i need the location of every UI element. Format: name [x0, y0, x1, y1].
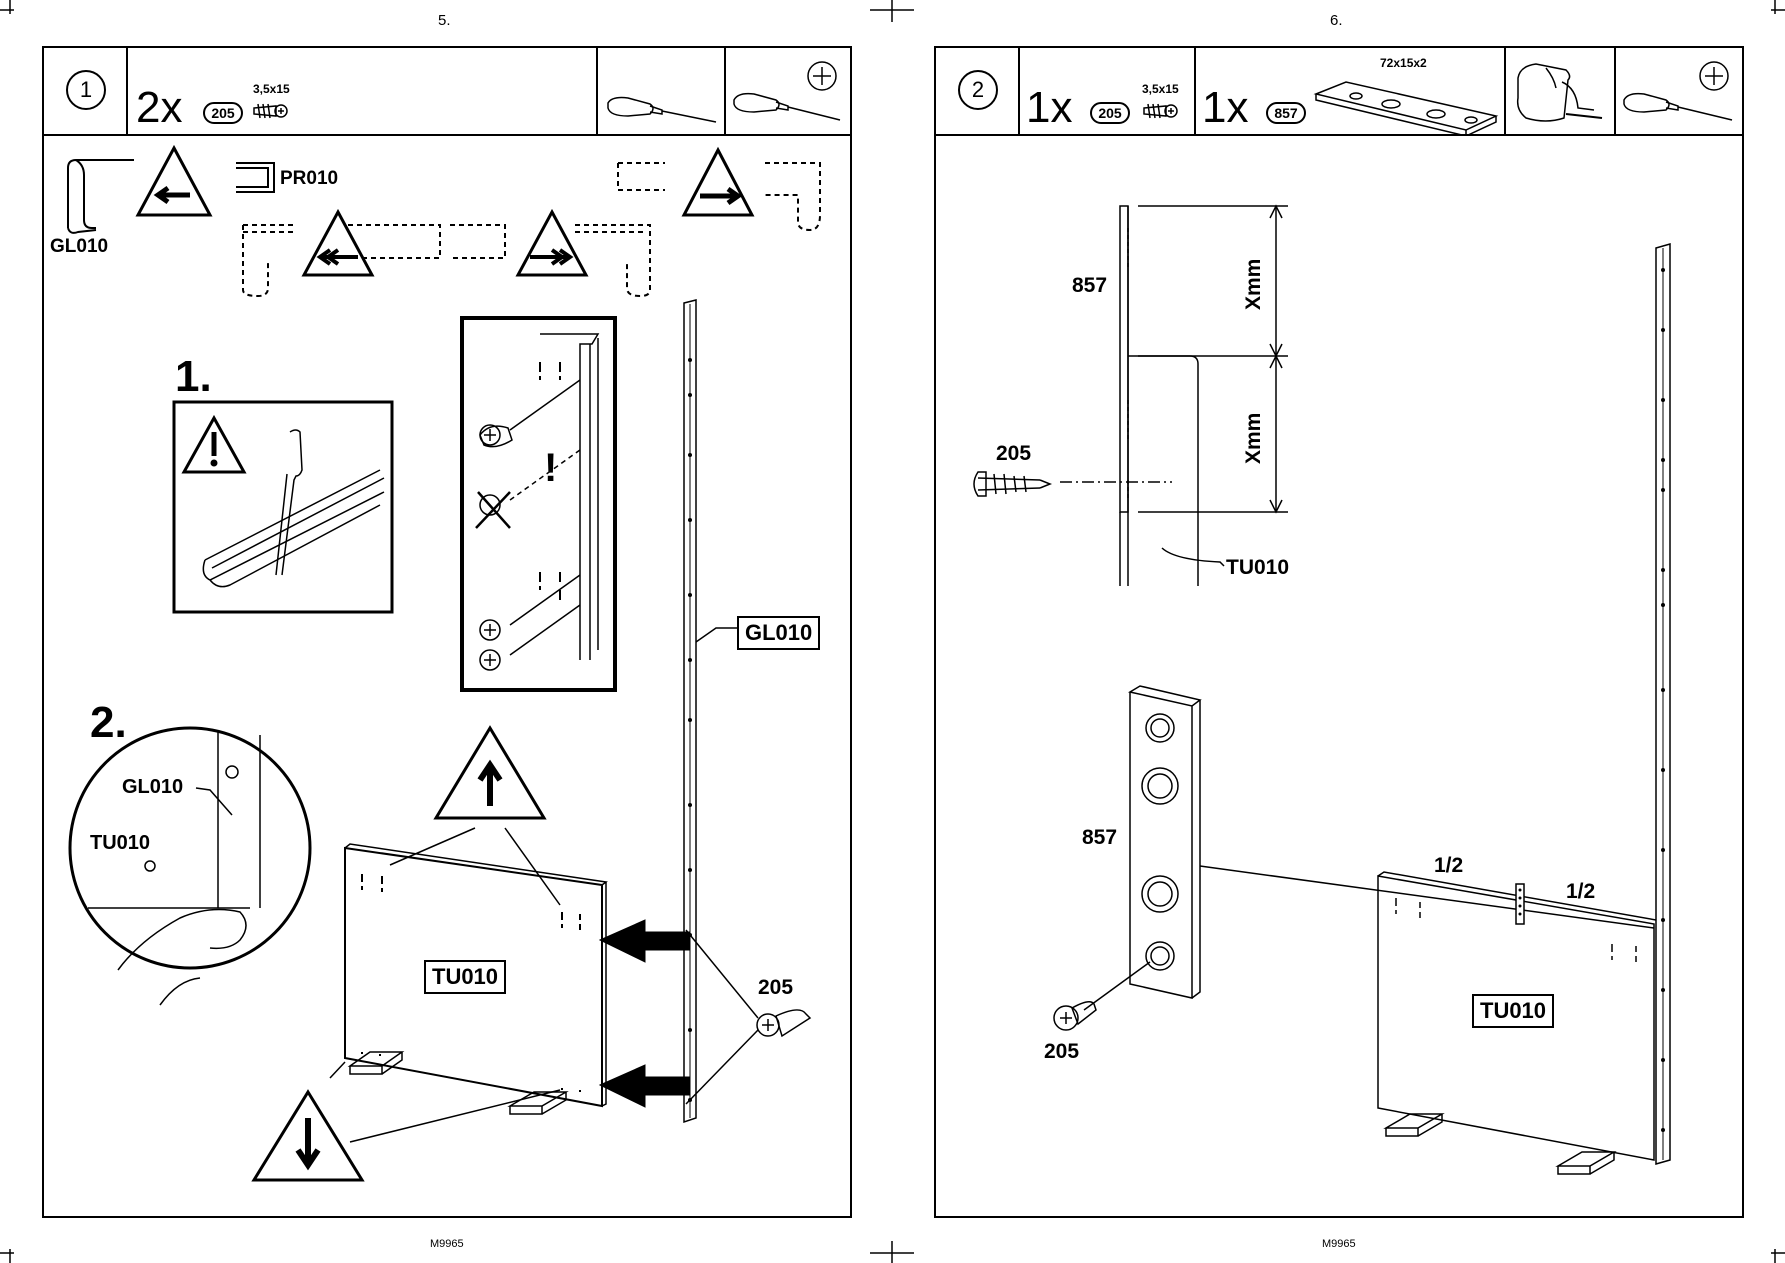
- step2-part-bracket: 857: [1266, 102, 1306, 124]
- step1-frame: 1 2x 205 3,5x15: [42, 46, 852, 1218]
- flat-screwdriver-cell: [598, 48, 726, 134]
- footer-code-left: M9965: [430, 1238, 464, 1250]
- step2-bracket-cell: 1x 857 72x15x2: [1196, 48, 1506, 136]
- label-half-right: 1/2: [1566, 880, 1596, 903]
- label-gl010-top: GL010: [50, 236, 109, 257]
- step1-header: 1 2x 205 3,5x15: [44, 48, 850, 136]
- label-857-bottom: 857: [1082, 826, 1118, 849]
- page-number-left: 5.: [438, 12, 451, 29]
- step1-parts-cell: 2x 205 3,5x15: [128, 48, 598, 134]
- substep-1-label: 1.: [175, 352, 212, 401]
- bracket-icon: [1313, 81, 1499, 136]
- footer-code-right: M9965: [1322, 1238, 1356, 1250]
- step1-screw-size: 3,5x15: [253, 82, 290, 96]
- label-screw-205: 205: [758, 976, 794, 999]
- detail-label-gl010: GL010: [122, 776, 184, 798]
- phillips-screwdriver-icon: [733, 61, 841, 121]
- step2-number-cell: 2: [936, 48, 1020, 134]
- step2-bracket-size: 72x15x2: [1380, 56, 1427, 70]
- flat-screwdriver-icon: [607, 96, 717, 123]
- bracket-mount-cell: [1506, 48, 1616, 134]
- label-xmm-lower: Xmm: [1242, 412, 1265, 464]
- step2-quantity-screw: 1x: [1026, 83, 1073, 132]
- label-xmm-upper: Xmm: [1242, 258, 1265, 310]
- step1-number: 1: [66, 70, 106, 110]
- step2-quantity-bracket: 1x: [1202, 83, 1249, 132]
- step1-quantity: 2x: [136, 83, 183, 132]
- step1-number-cell: 1: [44, 48, 128, 134]
- phillips-screwdriver-cell: [1616, 48, 1742, 134]
- label-panel-tu010: TU010: [424, 960, 507, 994]
- substep-2-label: 2.: [90, 698, 127, 747]
- step2-part-screw: 205: [1090, 102, 1130, 124]
- label-half-left: 1/2: [1434, 854, 1464, 877]
- phillips-screwdriver-cell: [726, 48, 850, 134]
- screw-icon: [1143, 103, 1178, 119]
- label-screw-205-bottom: 205: [1044, 1040, 1080, 1063]
- label-gl010-rail: GL010: [737, 616, 821, 650]
- label-pr010: PR010: [280, 168, 339, 189]
- step1-part-id: 205: [203, 102, 243, 124]
- screw-icon: [253, 103, 288, 119]
- phillips-screwdriver-icon: [1623, 61, 1733, 121]
- label-857-top: 857: [1072, 274, 1108, 297]
- label-tu010-top: TU010: [1226, 556, 1290, 579]
- label-screw-205-top: 205: [996, 442, 1032, 465]
- step2-screw-size: 3,5x15: [1142, 82, 1179, 96]
- step2-frame: 2 1x 205 3,5x15 1x 857 72x15x2: [934, 46, 1744, 1218]
- page-number-right: 6.: [1330, 12, 1343, 29]
- step2-header: 2 1x 205 3,5x15 1x 857 72x15x2: [936, 48, 1742, 136]
- step2-screw-cell: 1x 205 3,5x15: [1020, 48, 1196, 134]
- warning-exclamation: !: [544, 446, 558, 490]
- detail-label-tu010: TU010: [90, 832, 151, 854]
- step2-number: 2: [958, 70, 998, 110]
- label-panel-tu010: TU010: [1472, 994, 1555, 1028]
- bracket-mount-icon: [1516, 63, 1603, 122]
